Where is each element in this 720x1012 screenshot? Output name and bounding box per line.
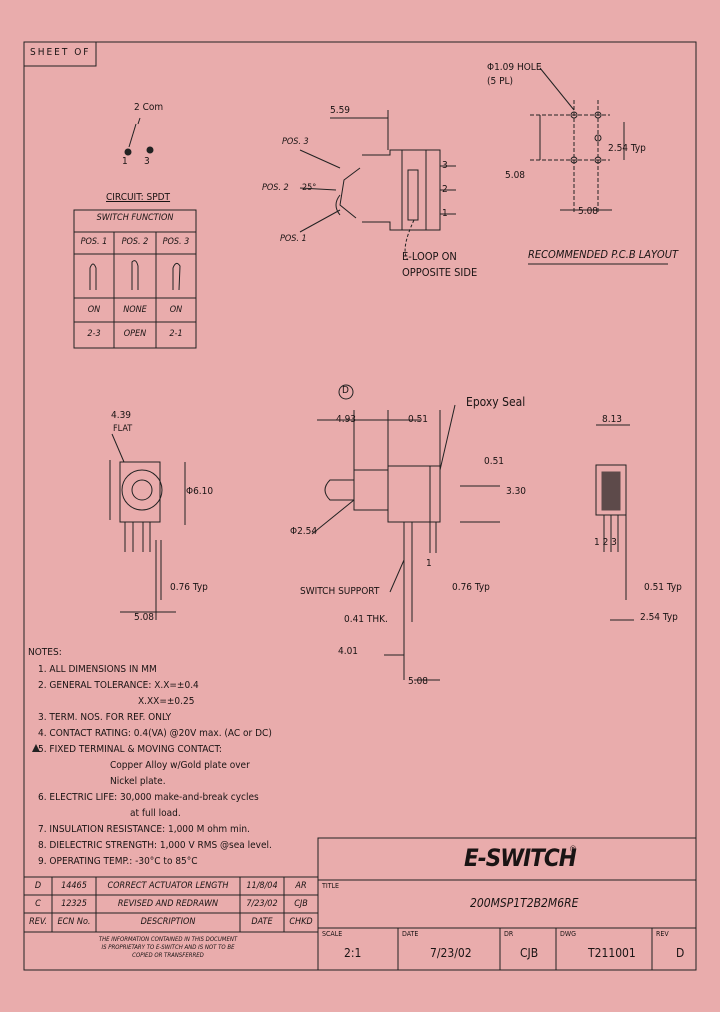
front-dim-051a: 0.51: [408, 414, 429, 425]
right-dim-254: 2.54 Typ: [640, 612, 678, 623]
dwg-value: T211001: [588, 946, 636, 960]
eloop-line2: OPPOSITE SIDE: [402, 266, 478, 279]
rev-header-desc: DESCRIPTION: [140, 917, 196, 927]
note-8: 8. DIELECTRIC STRENGTH: 1,000 V RMS @sea…: [38, 840, 272, 851]
note-5c: Nickel plate.: [110, 776, 166, 787]
right-pin-labels: 1 2 3: [594, 537, 617, 548]
angle-label: 25°: [302, 183, 317, 193]
part-number: 200MSP1T2B2M6RE: [470, 896, 579, 910]
state-pos2: NONE: [123, 305, 147, 315]
header-pos1: POS. 1: [80, 237, 108, 247]
thk-label: 0.41 THK.: [344, 614, 388, 625]
switch-function-title: SWITCH FUNCTION: [96, 213, 174, 223]
header-pos2: POS. 2: [121, 237, 149, 247]
state-pos3: ON: [169, 305, 183, 315]
pcb-dim-508-horizontal: 5.08: [578, 206, 599, 217]
rev-row1-desc: CORRECT ACTUATOR LENGTH: [107, 881, 229, 891]
note-6: 6. ELECTRIC LIFE: 30,000 make-and-break …: [38, 792, 259, 803]
note-5b: Copper Alloy w/Gold plate over: [110, 760, 250, 771]
pcb-title: RECOMMENDED P.C.B LAYOUT: [528, 248, 678, 261]
note-9: 9. OPERATING TEMP.: -30°C to 85°C: [38, 856, 198, 867]
front-dim-076: 0.76 Typ: [452, 582, 490, 593]
rev-row2-date: 7/23/02: [246, 899, 278, 909]
term1-label: 1: [442, 208, 448, 219]
rev-header-ecn: ECN No.: [57, 917, 91, 927]
hole-label: Φ1.09 HOLE: [487, 62, 542, 73]
registered-mark-icon: ®: [569, 845, 578, 855]
pos3-label: POS. 3: [282, 137, 309, 147]
note-5: 5. FIXED TERMINAL & MOVING CONTACT:: [38, 744, 222, 755]
notes-title: NOTES:: [28, 647, 62, 658]
front-pin-label: 1: [426, 558, 432, 569]
eloop-line1: E-LOOP ON: [402, 250, 457, 263]
note-6b: at full load.: [130, 808, 181, 819]
left-dim-076: 0.76 Typ: [170, 582, 208, 593]
rev-row1-rev: D: [34, 881, 42, 891]
front-dim-508: 5.08: [408, 676, 429, 687]
pos1-label: POS. 1: [280, 234, 307, 244]
conn-pos2: OPEN: [123, 329, 147, 339]
date-value: 7/23/02: [430, 946, 472, 960]
right-dim-051: 0.51 Typ: [644, 582, 682, 593]
rev-row1-ecn: 14465: [61, 881, 87, 891]
com-label: 2 Com: [134, 102, 164, 113]
switch-support-label: SWITCH SUPPORT: [300, 586, 380, 597]
conn-pos1: 2-3: [87, 329, 101, 339]
rev-label: REV: [656, 930, 669, 938]
rev-row2-desc: REVISED AND REDRAWN: [117, 899, 219, 909]
title-label: TITLE: [322, 882, 340, 890]
note-1: 1. ALL DIMENSIONS IN MM: [38, 664, 157, 675]
left-dim-508: 5.08: [134, 612, 155, 623]
front-dim-330: 3.30: [506, 486, 527, 497]
front-dim-051b: 0.51: [484, 456, 505, 467]
note-2: 2. GENERAL TOLERANCE: X.X=±0.4: [38, 680, 199, 691]
flat-label: FLAT: [113, 424, 133, 434]
front-dim-401: 4.01: [338, 646, 359, 657]
dr-label: DR: [504, 930, 514, 938]
dwg-label: DWG: [560, 930, 576, 938]
hole-count-label: (5 PL): [487, 76, 514, 87]
dim-559: 5.59: [330, 105, 351, 116]
view-marker: D: [342, 385, 349, 396]
right-dim-813: 8.13: [602, 414, 623, 425]
rev-row2-rev: C: [35, 899, 41, 909]
term2-label: 2: [442, 184, 448, 195]
date-label: DATE: [402, 930, 419, 938]
rev-value: D: [676, 946, 685, 960]
note-4: 4. CONTACT RATING: 0.4(VA) @20V max. (AC…: [38, 728, 272, 739]
rev-row1-chkd: AR: [295, 881, 307, 891]
eswitch-logo: E-SWITCH: [464, 844, 577, 872]
circuit-title: CIRCUIT: SPDT: [106, 192, 171, 203]
front-dia-254: Φ2.54: [290, 526, 318, 537]
rev-row1-date: 11/8/04: [246, 881, 278, 891]
header-pos3: POS. 3: [162, 237, 190, 247]
proprietary-notice: THE INFORMATION CONTAINED IN THIS DOCUME…: [98, 936, 238, 959]
rev-row2-ecn: 12325: [61, 899, 87, 909]
rev-header-date: DATE: [251, 917, 273, 927]
left-dim-439: 4.39: [111, 410, 132, 421]
conn-pos3: 2-1: [169, 329, 183, 339]
sheet-label: SHEET OF: [30, 47, 91, 58]
scale-label: SCALE: [322, 930, 343, 938]
scale-value: 2:1: [344, 946, 362, 960]
note-7: 7. INSULATION RESISTANCE: 1,000 M ohm mi…: [38, 824, 250, 835]
pin1-label: 1: [122, 156, 128, 167]
rev-header-rev: REV.: [29, 917, 47, 927]
pos2-label: POS. 2: [262, 183, 289, 193]
left-dim-610: Φ6.10: [186, 486, 214, 497]
note-2b: X.XX=±0.25: [138, 696, 195, 707]
note-3: 3. TERM. NOS. FOR REF. ONLY: [38, 712, 172, 723]
term3-label: 3: [442, 160, 448, 171]
rev-row2-chkd: CJB: [294, 899, 308, 909]
front-dim-493: 4.93: [336, 414, 357, 425]
state-pos1: ON: [87, 305, 101, 315]
pcb-dim-254: 2.54 Typ: [608, 143, 646, 154]
dr-value: CJB: [520, 946, 539, 960]
epoxy-seal-label: Epoxy Seal: [466, 395, 526, 409]
pin3-label: 3: [144, 156, 150, 167]
rev-header-chkd: CHKD: [289, 917, 313, 927]
pcb-dim-508-vertical: 5.08: [505, 170, 526, 181]
